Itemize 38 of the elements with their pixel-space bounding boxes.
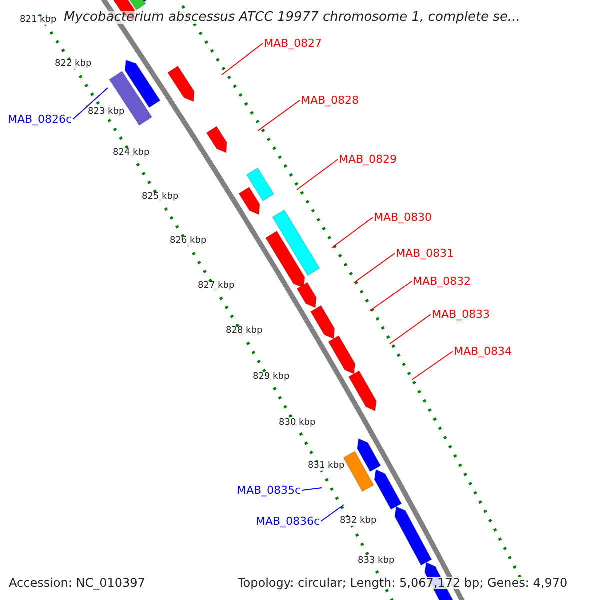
tick-label: 822 kbp — [55, 60, 92, 69]
leader-line — [354, 253, 396, 284]
tick-label: 827 kbp — [198, 282, 235, 291]
tick-label: 821 kbp — [20, 16, 57, 25]
gene-label: MAB_0830 — [374, 212, 432, 223]
tick-label: 833 kbp — [358, 557, 395, 566]
leader-line — [258, 100, 300, 132]
leader-line — [390, 314, 432, 344]
gene-label: MAB_0827 — [264, 38, 322, 49]
tick-label: 824 kbp — [113, 149, 150, 158]
leader-line — [296, 159, 338, 190]
gene-label: MAB_0828 — [301, 95, 360, 106]
leader-line — [412, 351, 454, 380]
gene-label: MAB_0831 — [396, 248, 454, 259]
leader-line — [72, 88, 108, 120]
gene-label: MAB_0835c — [237, 485, 302, 496]
leader-line — [332, 217, 374, 248]
tick-label: 823 kbp — [88, 108, 125, 117]
gene-label: MAB_0833 — [432, 309, 490, 320]
leader-line — [370, 281, 412, 312]
tick-label: 828 kbp — [226, 327, 263, 336]
tick-label: 830 kbp — [279, 419, 316, 428]
leader-line — [222, 43, 264, 76]
tick-label: 825 kbp — [142, 193, 179, 202]
title: Mycobacterium abscessus ATCC 19977 chromosome 1, complete se... — [64, 11, 520, 24]
caption-text: Topology: circular; Length: 5,067,172 bp; Genes: 4,970 — [238, 577, 568, 589]
tick-label: 829 kbp — [253, 373, 290, 382]
gene-label: MAB_0829 — [339, 154, 398, 165]
gene-label: MAB_0834 — [454, 346, 512, 357]
leader-line — [302, 488, 322, 491]
tick-label: 831 kbp — [308, 462, 345, 471]
gene-label: MAB_0836c — [256, 516, 320, 527]
tick-label: 832 kbp — [340, 517, 377, 526]
tick-label: 826 kbp — [170, 237, 207, 246]
leader-line — [320, 504, 344, 522]
gene-label: MAB_0832 — [413, 276, 472, 287]
caption-text: Accession: NC_010397 — [9, 577, 146, 589]
gene-label: MAB_0826c — [8, 114, 72, 125]
